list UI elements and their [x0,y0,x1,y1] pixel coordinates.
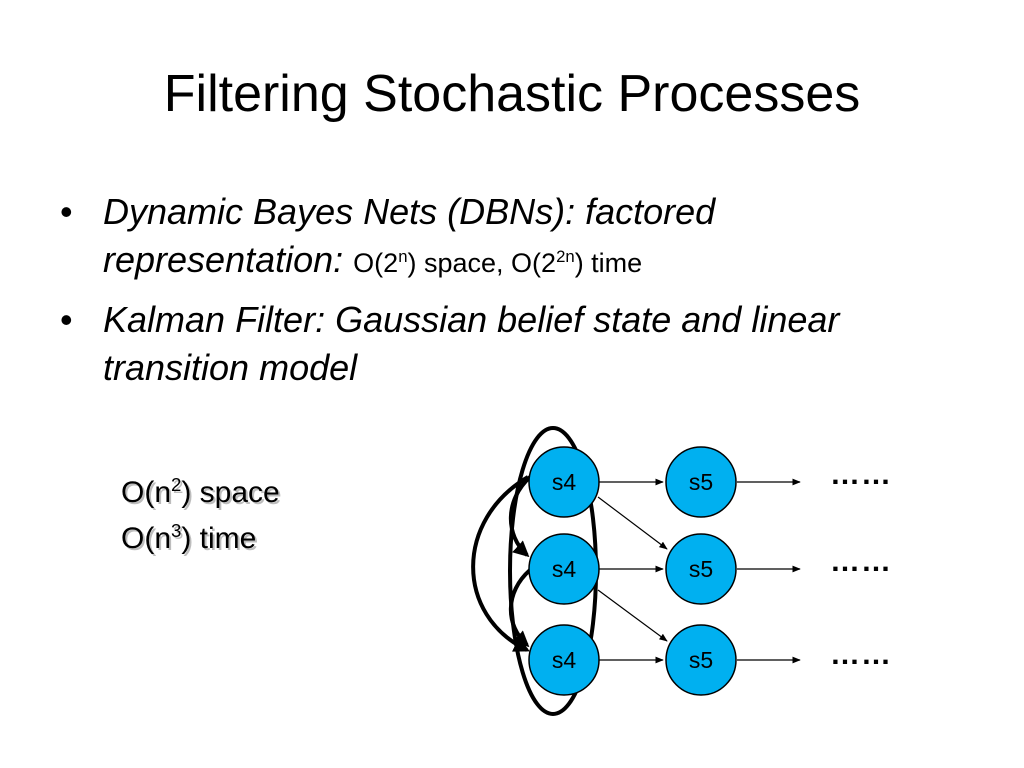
node-s5-row2: s5 [665,533,737,605]
curved-arrow-top-middle [508,475,532,558]
node-s4-row2: s4 [528,533,600,605]
bullet-marker: • [60,299,73,340]
bullet-list: • Dynamic Bayes Nets (DBNs): factored re… [60,188,960,401]
node-s4-row3: s4 [528,624,600,696]
continuation-dots-row2: …… [830,545,892,578]
time-complexity: O(n3) time [121,520,257,555]
bullet-kalman: • Kalman Filter: Gaussian belief state a… [60,296,960,392]
dbn-text: Dynamic Bayes Nets (DBNs): factored repr… [103,191,716,280]
node-s4-row1: s4 [528,446,600,518]
curved-arrow-outer [471,475,530,652]
node-s5-row1: s5 [665,446,737,518]
continuation-dots-row3: …… [830,638,892,671]
edge-s4-s5-diag1 [597,496,668,550]
bullet-marker: • [60,191,73,232]
svg-text:s5: s5 [689,556,713,582]
bullet-dbn: • Dynamic Bayes Nets (DBNs): factored re… [60,188,960,287]
kalman-complexity: O(n2) space O(n3) time [121,470,280,562]
svg-text:s5: s5 [689,647,713,673]
curved-arrow-middle-bottom [508,568,532,648]
kalman-text: Kalman Filter: Gaussian belief state and… [103,299,840,388]
edge-s4-s5-diag2 [597,589,668,642]
svg-text:s5: s5 [689,469,713,495]
svg-text:s4: s4 [552,556,577,582]
dbn-space-complexity: O(2n) space, [353,247,512,278]
dbn-time-complexity: O(22n) time [511,247,643,278]
continuation-dots-row1: …… [830,458,892,491]
svg-text:s4: s4 [552,469,577,495]
svg-text:s4: s4 [552,647,577,673]
space-complexity: O(n2) space [121,474,280,509]
slide-title: Filtering Stochastic Processes [163,65,861,123]
node-s5-row3: s5 [665,624,737,696]
